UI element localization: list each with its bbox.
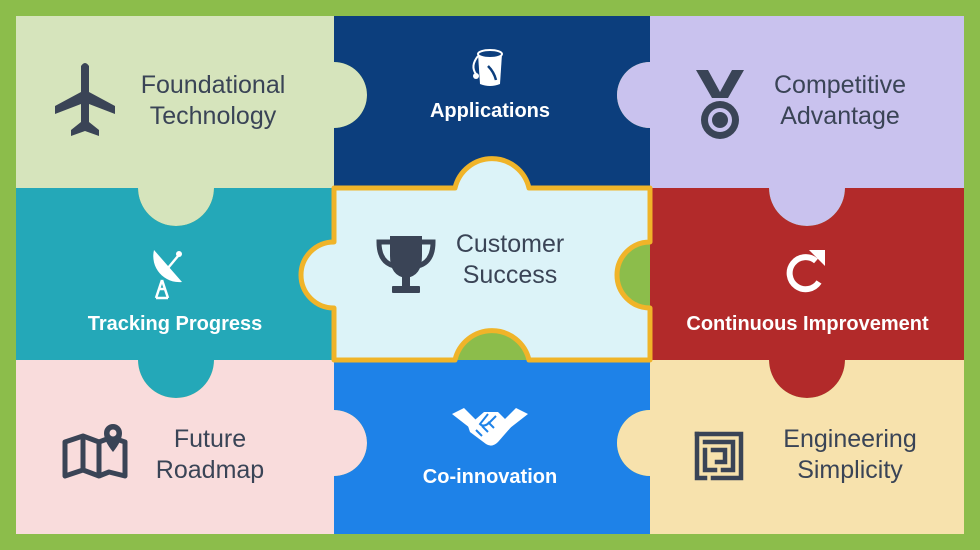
future-label: Future Roadmap (140, 424, 280, 485)
piece-competitive (617, 16, 964, 226)
center-line2: Success (462, 260, 558, 289)
coinnovation-label: Co-innovation (422, 466, 558, 488)
engineering-label: Engineering Simplicity (770, 424, 930, 485)
engineering-line2: Simplicity (797, 455, 903, 484)
competitive-line2: Advantage (780, 101, 900, 130)
handshake-icon (452, 408, 528, 446)
map-icon (62, 424, 128, 479)
competitive-line1: Competitive (774, 71, 906, 99)
continuous-label: Continuous Improvement (686, 313, 929, 335)
piece-continuous (650, 188, 964, 398)
foundational-line2: Technology (149, 101, 277, 130)
maze-icon (694, 431, 744, 481)
piece-coinnovation (334, 360, 650, 534)
trophy-icon (376, 236, 436, 293)
piece-engineering (617, 360, 964, 534)
center-label: Customer Success (440, 229, 580, 290)
competitive-label: Competitive Advantage (760, 70, 920, 131)
piece-applications (334, 16, 650, 188)
piece-tracking (16, 188, 334, 398)
future-line1: Future (173, 425, 247, 453)
piece-center (298, 156, 653, 363)
medal-icon (696, 70, 744, 139)
piece-foundational (16, 16, 367, 226)
engineering-line1: Engineering (783, 425, 917, 453)
paint-bucket-icon (472, 49, 503, 86)
refresh-icon (786, 250, 825, 293)
airplane-icon (55, 63, 115, 136)
foundational-line1: Foundational (140, 71, 286, 99)
satellite-dish-icon (153, 250, 182, 300)
piece-future (16, 360, 367, 534)
tracking-label: Tracking Progress (87, 313, 263, 335)
foundational-label: Foundational Technology (133, 70, 293, 131)
center-line1: Customer (455, 230, 565, 258)
future-line2: Roadmap (155, 455, 265, 484)
applications-label: Applications (429, 100, 550, 122)
